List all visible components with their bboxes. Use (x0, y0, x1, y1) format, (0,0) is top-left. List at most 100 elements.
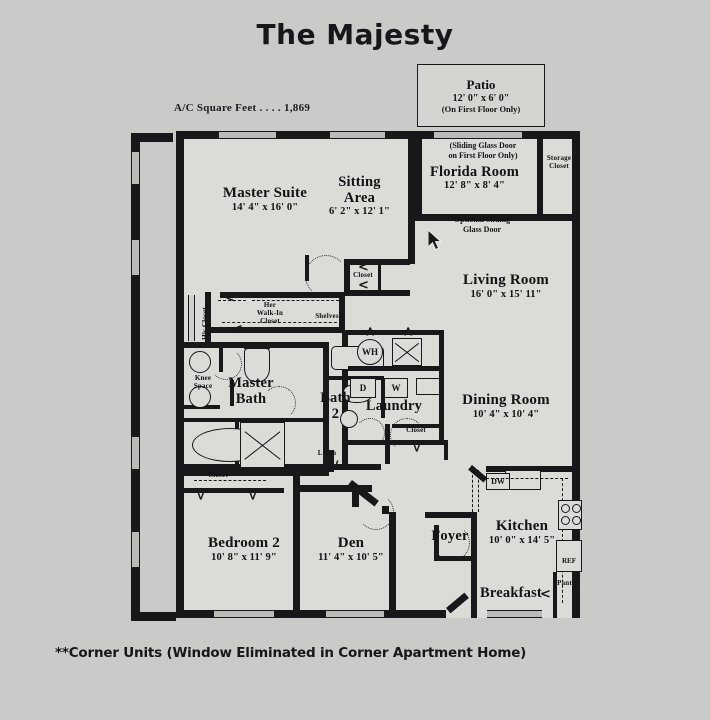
foyer-wall-right (471, 512, 477, 618)
bedroom-2-closet-arrow-2: < (245, 490, 261, 501)
range-burner-4 (572, 516, 581, 525)
bath-2-sink (340, 410, 358, 428)
bedroom-2-window (214, 610, 274, 618)
utility-closet-wall-bottom (348, 366, 444, 371)
shelves-label: Shelves (315, 312, 339, 320)
balcony-window-3 (131, 437, 140, 469)
master-suite-door-arc (305, 255, 347, 297)
exterior-wall-bottom (176, 610, 446, 618)
closet-shelf-line (252, 300, 344, 301)
florida-room-wall-bottom (415, 214, 580, 221)
dishwasher: DW (486, 473, 510, 490)
sitting-closet-divider (378, 262, 381, 292)
exterior-wall-top (176, 131, 415, 139)
square-feet-label: A/C Square Feet . . . . 1,869 (174, 102, 311, 114)
laundry-door-arc (390, 418, 424, 452)
closet-arrow-left-2: < (232, 322, 243, 337)
bedroom-2-closet-label: Closet (208, 471, 228, 479)
master-bath-label: Master Bath (228, 375, 274, 408)
bedroom-2-wall-top (184, 470, 329, 476)
master-bath-sink-2 (189, 386, 211, 408)
sitting-closet-wall-top (344, 259, 410, 265)
breakfast-label: Breakfast (480, 585, 542, 601)
florida-room-label: Florida Room 12' 8" x 8' 4" (430, 164, 519, 192)
foyer-kitchen-opening (472, 470, 473, 512)
closet-zone-wall-mid (205, 327, 345, 333)
linen-door-arrow: < (327, 459, 343, 470)
dining-room-label: Dining Room 10' 4" x 10' 4" (462, 392, 550, 420)
den-label: Den 11' 4" x 10' 5" (318, 535, 384, 563)
master-suite-window-1 (219, 131, 276, 139)
bedroom-2-closet-arrow-1: < (193, 490, 209, 501)
master-suite-window-2 (330, 131, 385, 139)
balcony-window-4 (131, 532, 140, 567)
patio-name: Patio (466, 77, 496, 92)
living-room-label: Living Room 16' 0" x 15' 11" (463, 272, 549, 300)
bath-2-door-arc (355, 418, 385, 448)
knee-space-label: Knee Space (193, 374, 213, 390)
his-closet-door (188, 295, 195, 341)
closet-door-arrow-2: < (358, 278, 369, 293)
storage-closet-wall-left (537, 139, 543, 215)
balcony-wall-left (131, 133, 140, 621)
master-bath-shower-x (240, 422, 285, 468)
refrigerator-label: REF (562, 557, 576, 565)
closet-door-arrow-1: < (358, 260, 369, 275)
bedroom-2-closet-wall (184, 488, 284, 493)
bedroom-2-label: Bedroom 2 10' 8" x 11' 9" (208, 535, 280, 563)
pantry-door-arrow: < (540, 587, 551, 602)
sitting-area-label: Sitting Area 6' 2" x 12' 1" (329, 174, 390, 218)
washer: W (384, 378, 408, 398)
laundry-closet-arrow: < (409, 442, 425, 453)
corner-units-footnote: **Corner Units (Window Eliminated in Cor… (55, 645, 527, 661)
water-heater-label: WH (361, 347, 378, 357)
foyer-label: Foyer (431, 528, 469, 544)
florida-room-slider (434, 131, 522, 139)
unit-interior-fill (176, 131, 580, 618)
bath-2-wall-bottom (329, 464, 381, 470)
kitchen-wall-top (486, 466, 580, 472)
range-burner-2 (572, 504, 581, 513)
page-title: The Majesty (256, 18, 454, 51)
dining-living-wall-stub (444, 440, 448, 460)
utility-door-arrow-2: < (399, 326, 415, 337)
utility-closet-wall-top (348, 330, 444, 335)
bath-2-wall-vert (381, 380, 385, 418)
master-bath-wall-right (323, 342, 329, 470)
utility-door-arrow-1: < (361, 326, 377, 337)
linen-label: Linen (317, 449, 337, 457)
kitchen-label: Kitchen 10' 0" x 14' 5" (488, 518, 556, 546)
his-closet-wall-right (205, 292, 211, 342)
foyer-entry-threshold (434, 556, 472, 561)
master-suite-label: Master Suite 14' 4" x 16' 0" (222, 185, 308, 213)
den-wall-right-lower (389, 512, 396, 618)
patio-note: (On First Floor Only) (441, 104, 521, 114)
sitting-closet-wall-bottom (344, 290, 410, 296)
balcony-wall-bottom (131, 612, 176, 621)
laundry-closet-label: Closet (406, 426, 426, 434)
closet-zone-wall-top (220, 292, 345, 298)
range-burner-3 (561, 516, 570, 525)
pantry-wall-left (553, 572, 557, 618)
optional-sliding-door-note: Optional Sliding Glass Door (453, 215, 511, 234)
master-bath-toilet-tank (244, 345, 270, 349)
den-wall-top (300, 485, 372, 492)
laundry-sink (416, 378, 440, 395)
exterior-wall-left (176, 131, 184, 618)
laundry-closet-wall-top (392, 424, 444, 428)
patio-dimensions: 12' 0" x 6' 0" (452, 93, 510, 104)
sitting-closet-label: Closet (353, 271, 373, 279)
laundry-label: Laundry (365, 398, 423, 414)
her-walkin-closet-label: Her Walk-In Closet (256, 301, 284, 325)
linen-wall (329, 450, 334, 472)
patio-room: Patio 12' 0" x 6' 0" (On First Floor Onl… (417, 64, 545, 127)
laundry-closet-wall-bottom (392, 440, 444, 444)
balcony-window-1 (131, 152, 140, 184)
dishwasher-label: DW (491, 477, 505, 486)
balcony-window-2 (131, 240, 140, 275)
foyer-kitchen-opening-2 (478, 470, 479, 512)
master-bath-door-arc-1 (210, 348, 242, 380)
water-heater: WH (357, 339, 383, 365)
closet-arrow-left-1: < (225, 291, 236, 306)
